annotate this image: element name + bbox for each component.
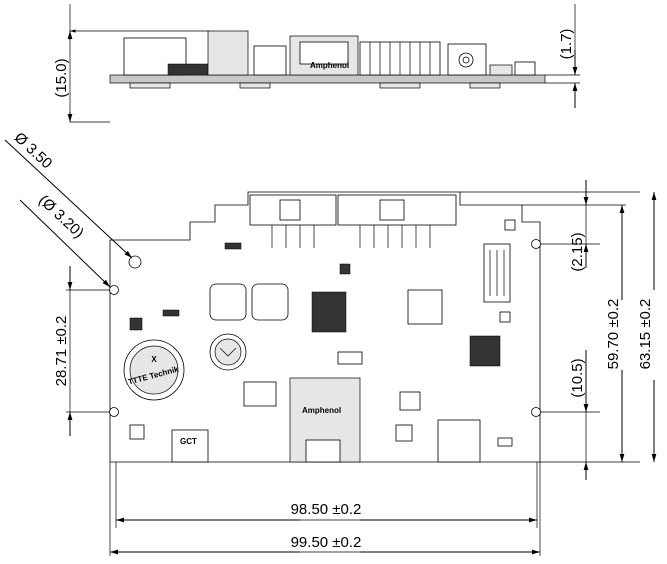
top-view: X TTTE Technik Amphenol GCT: [4, 129, 657, 556]
mount-hole-left-lower: [109, 407, 119, 417]
dim-side-height: (15.0): [53, 58, 70, 97]
dim-total-width: 99.50 ±0.2: [291, 534, 362, 551]
dim-lower-offset: (10.5): [569, 358, 586, 397]
inductor-1: [209, 283, 247, 321]
dim-inner-height: 59.70 ±0.2: [605, 299, 622, 370]
ethernet-label: Amphenol: [302, 406, 341, 415]
dim-inner-width: 98.50 ±0.2: [291, 501, 362, 518]
mount-hole-right-upper: [531, 239, 541, 249]
inductor-2: [251, 283, 289, 321]
side-usb: [167, 63, 209, 76]
dim-hole-small: (Ø 3.20): [35, 192, 87, 242]
mount-hole-left-upper: [109, 285, 119, 295]
mcu-chip: [469, 335, 501, 367]
side-ethernet-label: Amphenol: [310, 61, 349, 70]
dim-side-offset: (1.7): [558, 29, 575, 60]
usb-label: GCT: [180, 437, 197, 446]
side-inductor: [207, 30, 249, 76]
pcb-side: [109, 74, 546, 84]
mount-hole-right-lower: [531, 407, 541, 417]
dim-total-height: 63.15 ±0.2: [637, 299, 654, 370]
mount-hole-top-left: [128, 255, 142, 269]
battery-mark: X: [151, 355, 157, 364]
usb-connector: [171, 429, 209, 463]
dc-jack: [437, 419, 481, 463]
dim-hole-spacing: 28.71 ±0.2: [53, 316, 70, 387]
side-view: Amphenol (15.0) (1.7): [53, 4, 580, 123]
ic-square: [407, 289, 443, 325]
dim-edge-offset: (2.15): [569, 232, 586, 271]
transformer: [243, 381, 277, 407]
ic-main: [311, 291, 347, 333]
